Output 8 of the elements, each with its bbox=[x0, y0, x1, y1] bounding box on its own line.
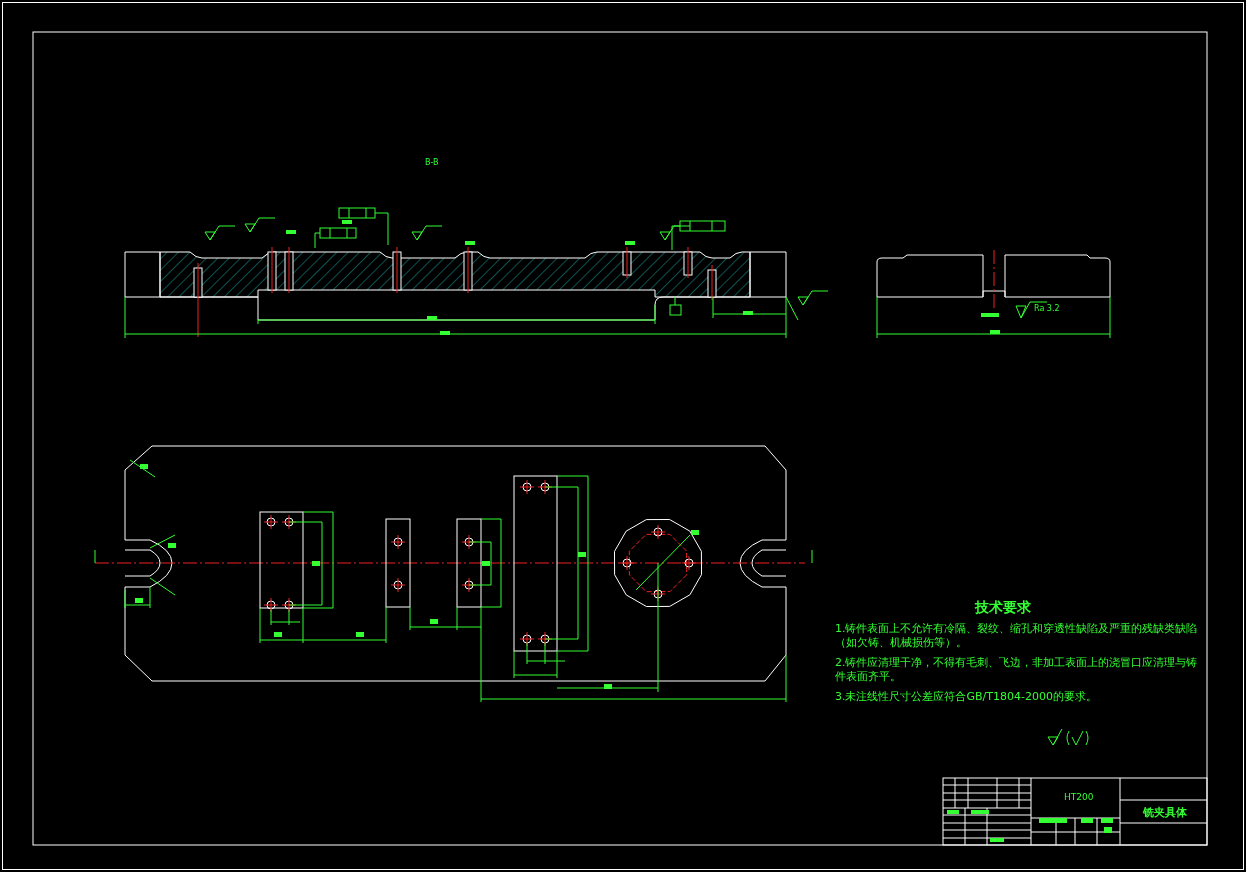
view-label: B-B bbox=[425, 158, 439, 169]
requirement-note: 1.铸件表面上不允许有冷隔、裂纹、缩孔和穿透性缺陷及严重的残缺类缺陷（如欠铸、机械损伤等）。 bbox=[835, 622, 1199, 651]
roughness-label: Ra 3.2 bbox=[1034, 304, 1060, 315]
requirement-note: 3.未注线性尺寸公差应符合GB/T1804-2000的要求。 bbox=[835, 690, 1098, 705]
requirements-heading: 技术要求 bbox=[975, 598, 1031, 617]
drawing-title: 铣夹具体 bbox=[1143, 806, 1187, 821]
requirement-note: 2.铸件应清理干净，不得有毛刺、飞边，非加工表面上的浇冒口应清理与铸件表面齐平。 bbox=[835, 656, 1199, 685]
material-label: HT200 bbox=[1064, 792, 1094, 804]
